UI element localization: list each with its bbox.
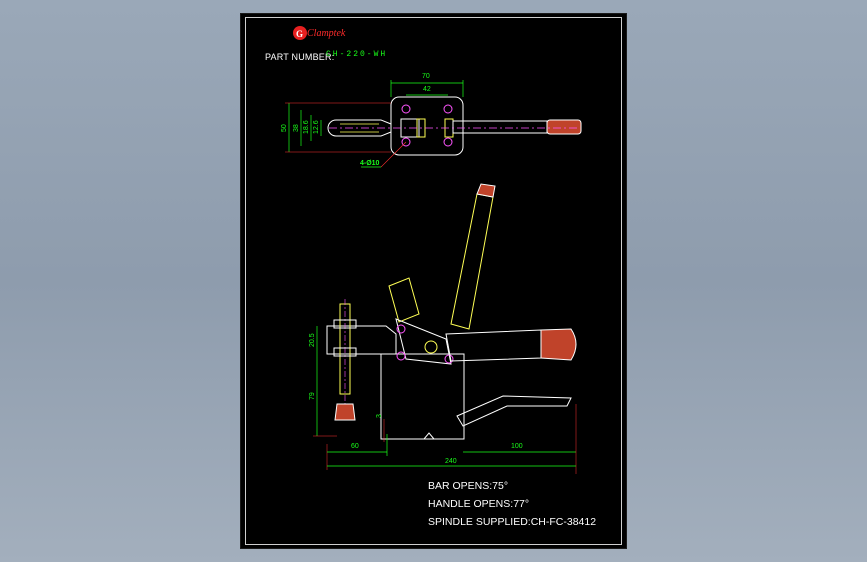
side-view (313, 183, 577, 474)
brand-name: Clamptek (307, 28, 346, 39)
dim-38: 38 (293, 124, 300, 132)
part-number-value: CH-220-WH (326, 50, 388, 59)
top-view (285, 80, 582, 168)
part-number-label: PART NUMBER: (265, 52, 335, 62)
dim-100: 100 (511, 443, 523, 450)
spec-handle-opens: HANDLE OPENS:77° (428, 498, 530, 510)
svg-text:G: G (296, 29, 303, 39)
dim-79: 79 (309, 392, 316, 400)
dim-20-5: 20.5 (309, 333, 316, 347)
dim-60: 60 (351, 443, 359, 450)
dim-50: 50 (281, 124, 288, 132)
spec-spindle-supplied: SPINDLE SUPPLIED:CH-FC-38412 (428, 516, 597, 528)
dim-12-6: 12.6 (313, 120, 320, 134)
dim-holes: 4-Ø10 (360, 160, 380, 167)
drawing-border (245, 17, 622, 545)
spec-bar-opens: BAR OPENS:75° (428, 480, 509, 492)
cad-drawing: G (281, 26, 582, 474)
clamptek-logo-icon: G (293, 26, 307, 40)
drawing-sheet: G (240, 13, 627, 549)
dim-3: 3 (376, 414, 383, 418)
dim-70: 70 (422, 73, 430, 80)
dim-18-6: 18.6 (303, 120, 310, 134)
dim-42: 42 (423, 86, 431, 93)
dim-240: 240 (445, 458, 457, 465)
